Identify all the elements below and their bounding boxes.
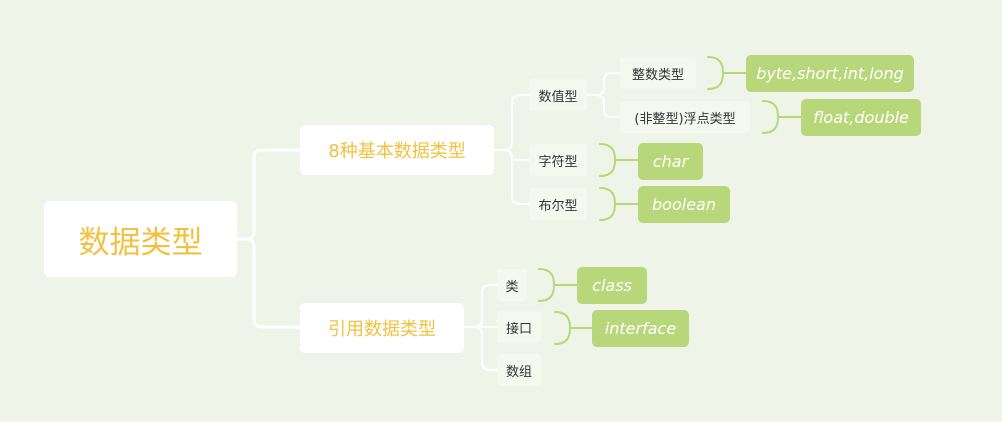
summary-integer[interactable]: byte,short,int,long bbox=[746, 55, 914, 92]
summary-bracket-boolean bbox=[599, 187, 639, 221]
node-char-type[interactable]: 字符型 bbox=[529, 144, 587, 176]
node-array[interactable]: 数组 bbox=[497, 354, 541, 386]
branch-basic-types[interactable]: 8种基本数据类型 bbox=[300, 125, 494, 175]
link-basic-numeric bbox=[493, 94, 530, 151]
summary-bracket-char bbox=[599, 143, 639, 177]
node-boolean-type[interactable]: 布尔型 bbox=[529, 188, 587, 220]
link-root-branch-reference bbox=[235, 237, 302, 329]
link-root-branch-basic bbox=[235, 148, 302, 241]
link-numeric-integer bbox=[586, 72, 621, 96]
summary-boolean[interactable]: boolean bbox=[638, 186, 730, 223]
summary-class[interactable]: class bbox=[577, 267, 647, 304]
summary-float[interactable]: float,double bbox=[801, 99, 921, 136]
link-reference-array bbox=[463, 326, 498, 371]
node-class[interactable]: 类 bbox=[497, 269, 527, 301]
node-integer-types[interactable]: 整数类型 bbox=[620, 57, 696, 89]
node-float-types[interactable]: (非整型)浮点类型 bbox=[620, 101, 750, 133]
summary-interface[interactable]: interface bbox=[592, 310, 689, 347]
root-node[interactable]: 数据类型 bbox=[44, 201, 237, 277]
link-numeric-float bbox=[586, 94, 621, 118]
link-basic-boolean bbox=[493, 149, 530, 205]
link-reference-class bbox=[463, 284, 498, 328]
summary-bracket-interface bbox=[554, 311, 593, 345]
node-interface[interactable]: 接口 bbox=[497, 311, 541, 343]
summary-bracket-class bbox=[538, 268, 578, 302]
summary-bracket-float bbox=[762, 100, 802, 134]
summary-bracket-integer bbox=[707, 56, 747, 90]
branch-reference-types[interactable]: 引用数据类型 bbox=[300, 303, 464, 353]
node-numeric[interactable]: 数值型 bbox=[529, 79, 587, 111]
summary-char[interactable]: char bbox=[638, 143, 703, 180]
